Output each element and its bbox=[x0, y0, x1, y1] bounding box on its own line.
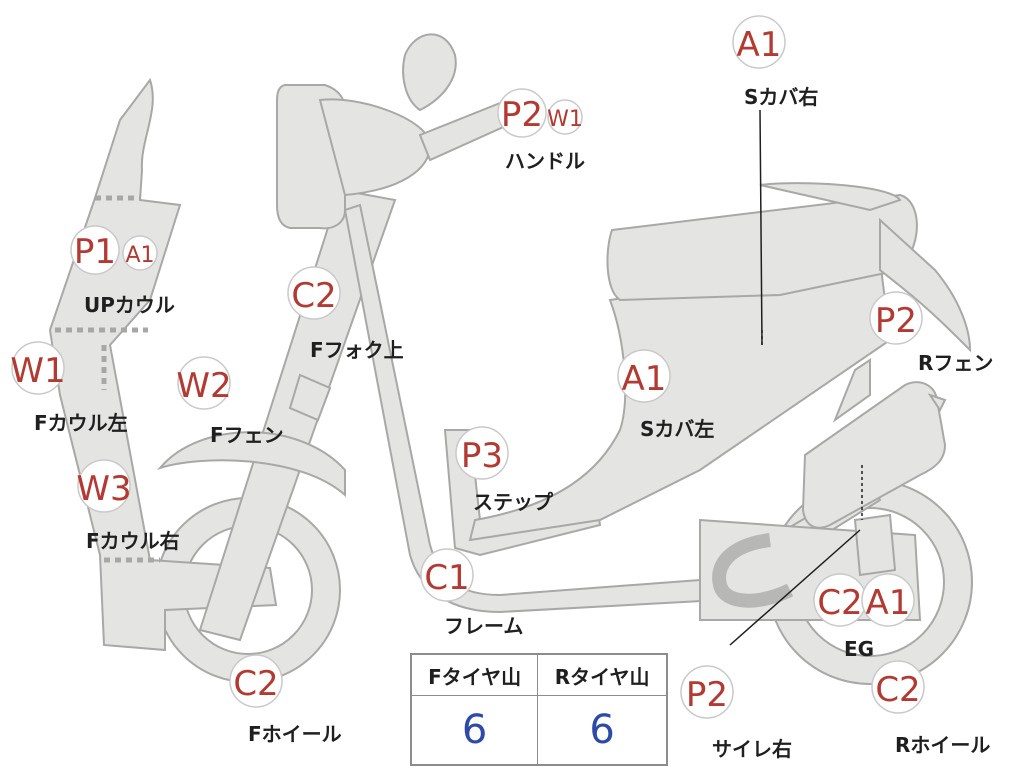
svg-text:C2: C2 bbox=[875, 670, 920, 710]
side-cover-shape bbox=[468, 258, 892, 542]
front-fork-shape bbox=[198, 188, 397, 642]
scover-right-leader bbox=[759, 109, 763, 346]
label-handle: ハンドル bbox=[505, 149, 585, 173]
label-eg: EG bbox=[844, 637, 874, 661]
svg-text:P1: P1 bbox=[74, 232, 116, 272]
svg-text:P3: P3 bbox=[461, 436, 503, 476]
svg-text:A1: A1 bbox=[866, 583, 911, 623]
svg-text:C2: C2 bbox=[233, 664, 278, 704]
badge-rfender-p2: P2 bbox=[869, 291, 923, 345]
svg-text:A1: A1 bbox=[622, 359, 667, 399]
svg-text:A1: A1 bbox=[125, 243, 154, 268]
svg-text:W1: W1 bbox=[10, 351, 65, 391]
svg-text:C2: C2 bbox=[817, 583, 862, 623]
label-fcowl-right: Fカウル右 bbox=[86, 529, 180, 553]
label-ffork-upper: Fフォク上 bbox=[310, 338, 404, 362]
badge-step-p3: P3 bbox=[455, 426, 509, 480]
badge-handle-p2: P2 bbox=[497, 88, 547, 138]
label-muffler-right: サイレ右 bbox=[712, 737, 792, 761]
badge-frame-c1: C1 bbox=[420, 548, 474, 602]
badge-muffler-right-p2: P2 bbox=[680, 665, 734, 719]
rear-tire-tread-header: Rタイヤ山 bbox=[537, 653, 668, 696]
badge-upcowl-a1: A1 bbox=[122, 235, 158, 271]
label-fwheel: Fホイール bbox=[248, 722, 342, 746]
svg-text:W1: W1 bbox=[547, 107, 583, 132]
badge-scover-right-a1: A1 bbox=[732, 15, 786, 69]
muffler-right-leader bbox=[729, 529, 861, 646]
badge-fcowl-right-w3: W3 bbox=[76, 459, 132, 513]
label-upcowl: UPカウル bbox=[84, 293, 175, 317]
badge-eg-c2: C2 bbox=[813, 573, 867, 627]
svg-text:P2: P2 bbox=[686, 675, 728, 715]
svg-text:P2: P2 bbox=[501, 95, 543, 135]
badge-handle-w1: W1 bbox=[547, 99, 583, 135]
label-step: ステップ bbox=[473, 490, 554, 514]
exhaust-pipe-shape bbox=[712, 533, 794, 608]
label-fcowl-left: Fカウル左 bbox=[34, 411, 128, 435]
label-frame: フレーム bbox=[444, 614, 523, 638]
rear-fender-shape bbox=[879, 217, 972, 353]
badge-ffender-w2: W2 bbox=[176, 356, 232, 410]
mirror-shape bbox=[402, 33, 457, 112]
svg-text:P2: P2 bbox=[875, 301, 917, 341]
front-tire-tread-value: 6 bbox=[410, 695, 539, 766]
rear-tire-tread-value: 6 bbox=[537, 695, 668, 766]
badge-rwheel-c2: C2 bbox=[871, 660, 925, 714]
badge-fwheel-c2: C2 bbox=[229, 654, 283, 708]
svg-text:C2: C2 bbox=[291, 276, 336, 316]
label-rfender: Rフェン bbox=[918, 351, 993, 375]
svg-text:W3: W3 bbox=[76, 469, 131, 509]
scooter-illustration bbox=[48, 33, 973, 685]
front-fender-shape bbox=[157, 431, 346, 498]
badge-upcowl-p1: P1 bbox=[70, 225, 120, 275]
badge-fcowl-left-w1: W1 bbox=[10, 341, 66, 395]
front-tire-tread-header: Fタイヤ山 bbox=[410, 653, 539, 696]
label-scover-left: Sカバ左 bbox=[640, 417, 714, 441]
label-rwheel: Rホイール bbox=[895, 733, 990, 757]
svg-text:A1: A1 bbox=[737, 25, 782, 65]
tire-tread-table: Fタイヤ山 Rタイヤ山 6 6 bbox=[410, 653, 668, 766]
badge-scover-left-a1: A1 bbox=[617, 349, 671, 403]
label-ffender: Fフェン bbox=[210, 423, 284, 447]
label-scover-right: Sカバ右 bbox=[744, 85, 818, 109]
svg-text:W2: W2 bbox=[176, 366, 231, 406]
badge-ffork-c2: C2 bbox=[287, 266, 341, 320]
badge-eg-a1: A1 bbox=[861, 573, 915, 627]
muffler-shape bbox=[801, 381, 947, 529]
svg-text:C1: C1 bbox=[424, 558, 469, 598]
